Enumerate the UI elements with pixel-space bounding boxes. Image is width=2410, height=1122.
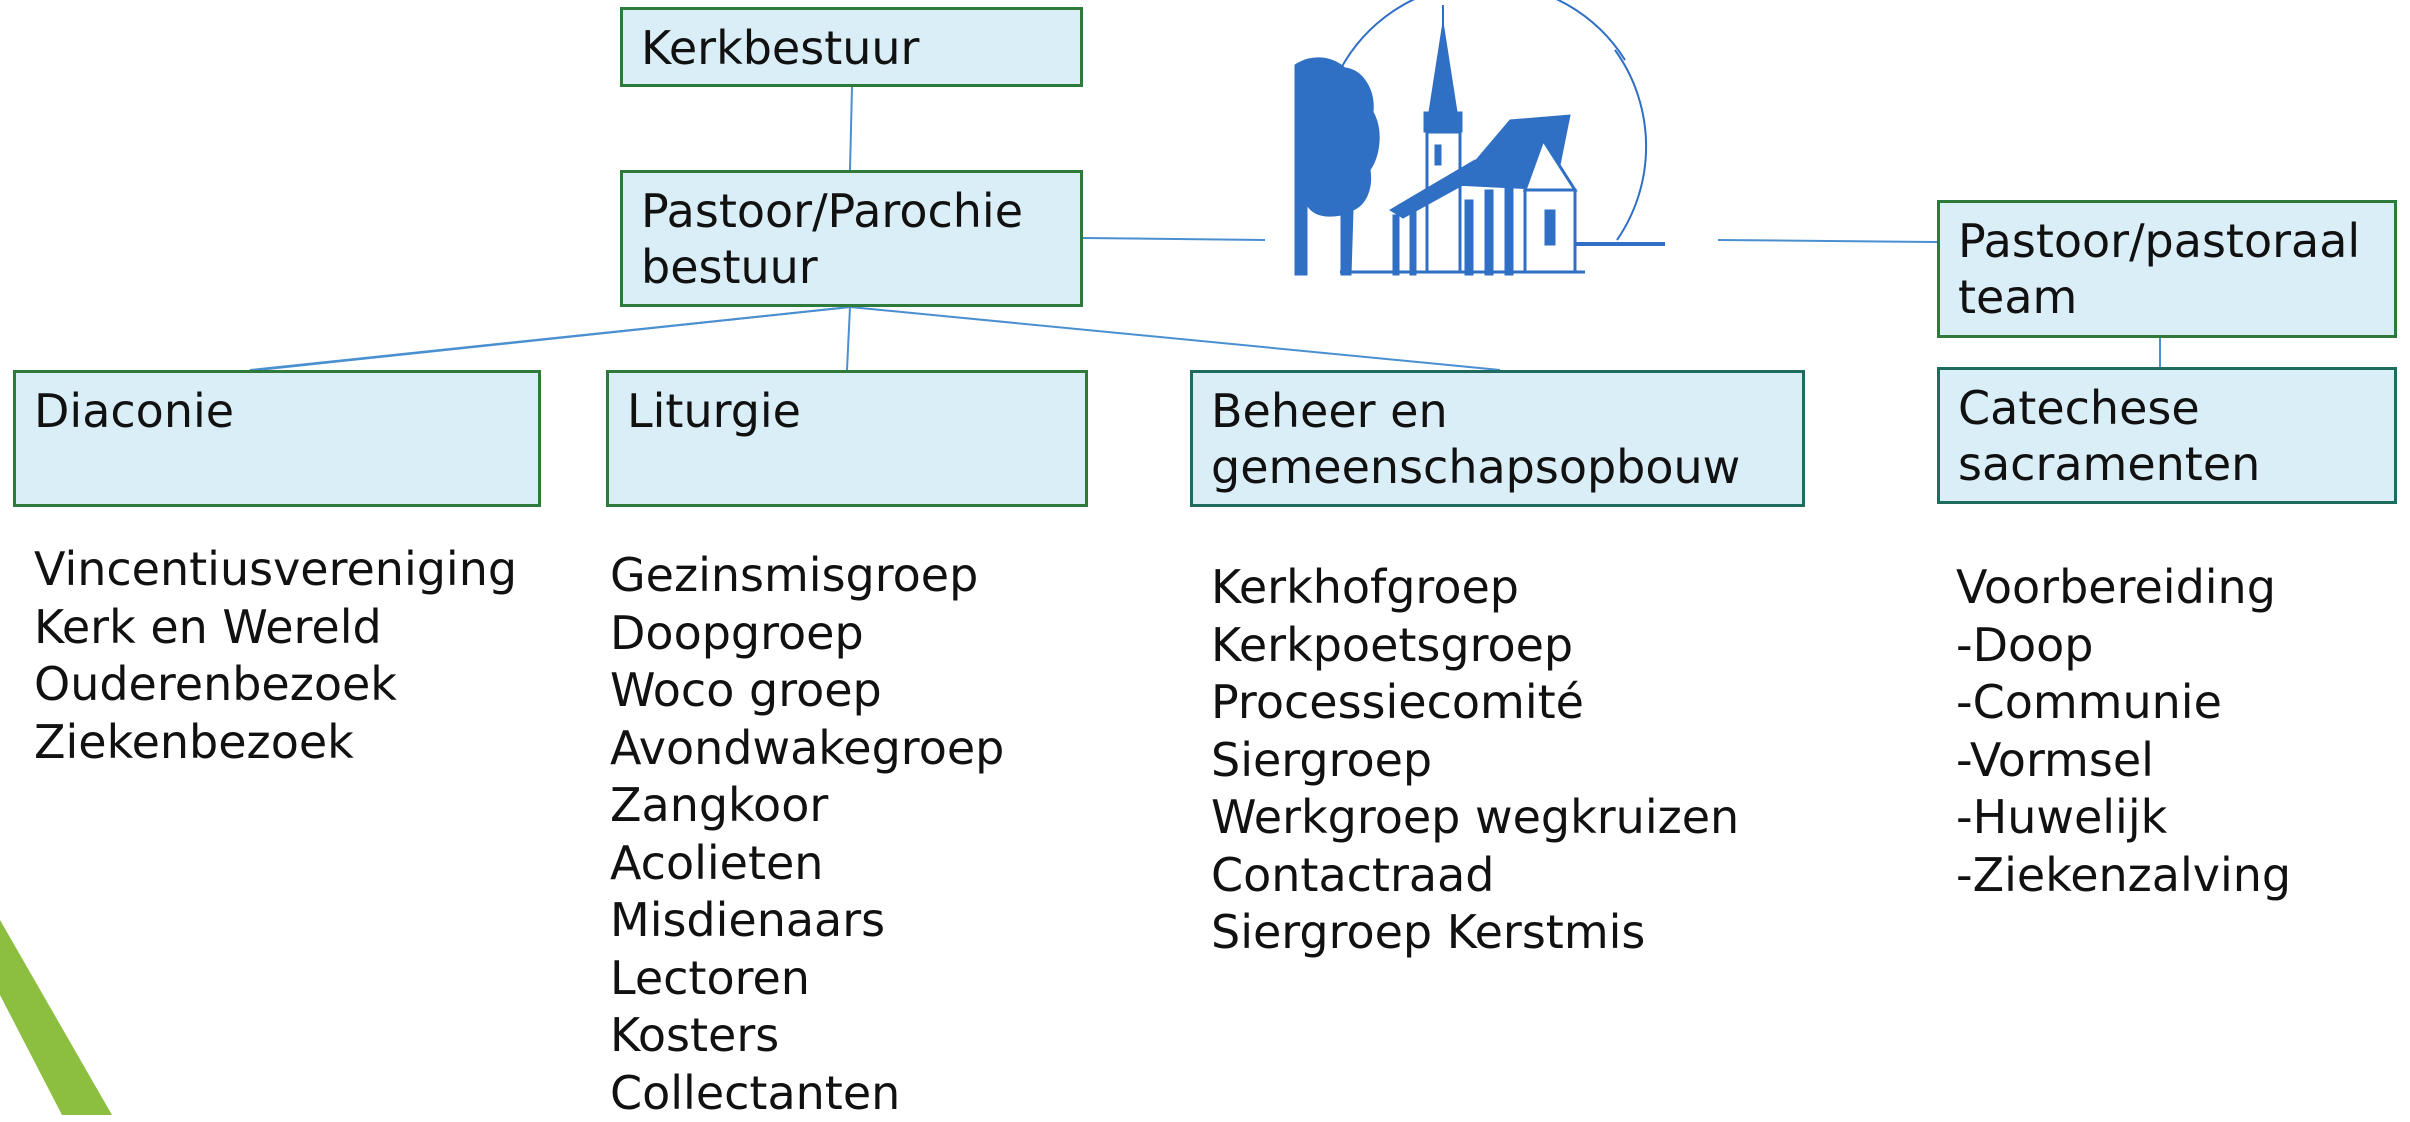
list-item: Contactraad [1211, 847, 1739, 905]
list-item: Voorbereiding [1956, 559, 2291, 617]
box-catechese-sacramenten: Catechese sacramenten [1937, 367, 2397, 504]
list-item: Kosters [610, 1007, 1004, 1065]
list-liturgie: Gezinsmisgroep Doopgroep Woco groep Avon… [610, 547, 1004, 1122]
connector-pastoor-liturgie [847, 307, 850, 370]
list-item: Lectoren [610, 950, 1004, 1008]
list-item: Kerkpoetsgroep [1211, 617, 1739, 675]
connector-pastoor-beheer [850, 307, 1500, 370]
list-catechese: Voorbereiding -Doop -Communie -Vormsel -… [1956, 559, 2291, 904]
list-item: Vincentiusvereniging [34, 541, 517, 599]
list-item: Doopgroep [610, 605, 1004, 663]
connector-logo-pastoraal [1718, 240, 1937, 242]
connector-pastoor-logo [1083, 238, 1265, 240]
box-beheer-gemeenschapsopbouw: Beheer en gemeenschapsopbouw [1190, 370, 1805, 507]
box-pastoor-parochiebestuur: Pastoor/Parochie bestuur [620, 170, 1083, 307]
list-item: -Vormsel [1956, 732, 2291, 790]
list-item: -Huwelijk [1956, 789, 2291, 847]
list-item: Processiecomité [1211, 674, 1739, 732]
connector-pastoor-diaconie-2 [258, 307, 850, 370]
list-item: Acolieten [610, 835, 1004, 893]
list-item: Avondwakegroep [610, 720, 1004, 778]
connector-kerkbestuur-pastoor [850, 87, 852, 170]
list-item: -Doop [1956, 617, 2291, 675]
list-item: Ouderenbezoek [34, 656, 517, 714]
list-item: Woco groep [610, 662, 1004, 720]
list-item: Collectanten [610, 1065, 1004, 1122]
list-item: Siergroep [1211, 732, 1739, 790]
box-diaconie: Diaconie [13, 370, 541, 507]
list-beheer: Kerkhofgroep Kerkpoetsgroep Processiecom… [1211, 559, 1739, 962]
triangle-decoration-icon [0, 900, 120, 1115]
list-item: Siergroep Kerstmis [1211, 904, 1739, 962]
list-item: Misdienaars [610, 892, 1004, 950]
list-item: Gezinsmisgroep [610, 547, 1004, 605]
list-item: Kerkhofgroep [1211, 559, 1739, 617]
list-item: -Communie [1956, 674, 2291, 732]
list-item: Ziekenbezoek [34, 714, 517, 772]
list-item: Zangkoor [610, 777, 1004, 835]
box-liturgie: Liturgie [606, 370, 1088, 507]
list-item: Werkgroep wegkruizen [1211, 789, 1739, 847]
list-item: Kerk en Wereld [34, 599, 517, 657]
box-kerkbestuur: Kerkbestuur [620, 7, 1083, 87]
box-pastoor-pastoraal-team: Pastoor/pastoraal team [1937, 200, 2397, 338]
list-item: -Ziekenzalving [1956, 847, 2291, 905]
church-logo-icon [1285, 0, 1685, 290]
list-diaconie: Vincentiusvereniging Kerk en Wereld Oude… [34, 541, 517, 771]
